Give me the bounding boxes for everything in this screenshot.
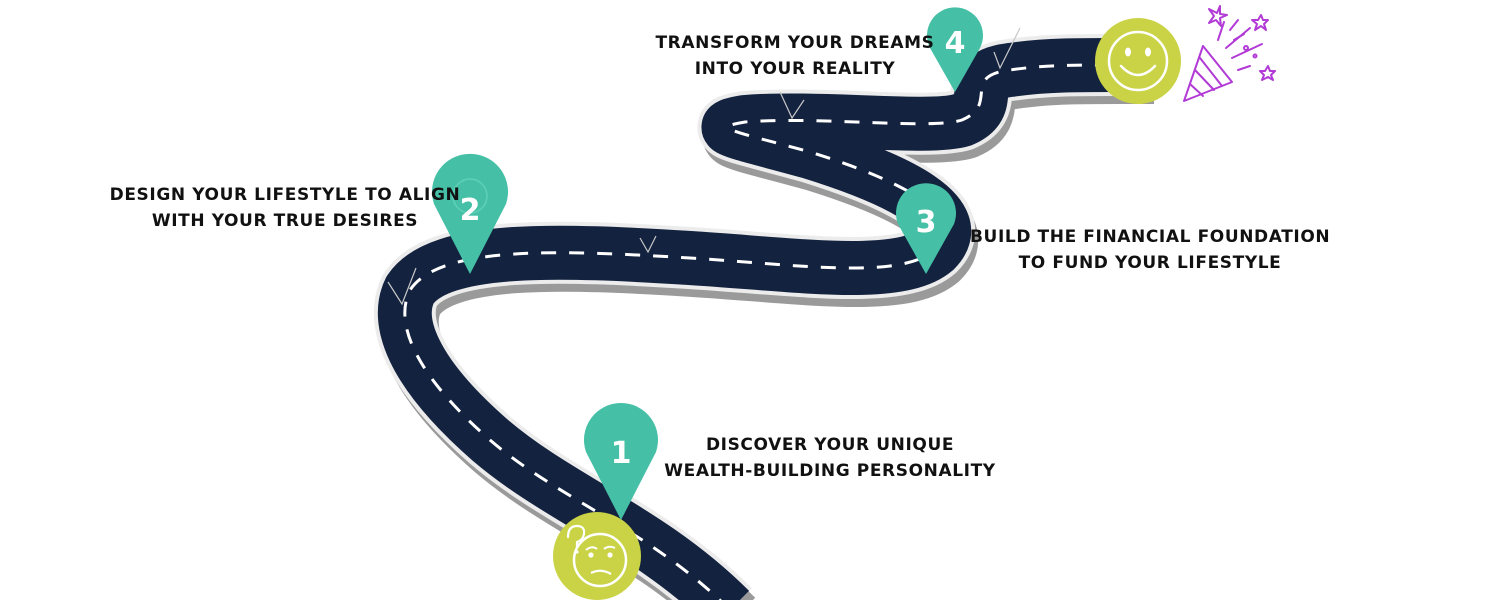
pin-number-1: 1: [611, 436, 632, 471]
step-2-line-1: DESIGN YOUR LIFESTYLE TO ALIGN: [109, 185, 461, 205]
step-4-line-2: INTO YOUR REALITY: [694, 59, 896, 79]
step-3-line-1: BUILD THE FINANCIAL FOUNDATION: [970, 227, 1331, 247]
road-surface: [377, 37, 1151, 600]
pin-number-2: 2: [460, 193, 481, 228]
party-popper-icon: [1183, 5, 1276, 102]
roadside-glints: [387, 27, 1021, 306]
location-pin-3: 3: [896, 183, 956, 274]
step-1-caption: DISCOVER YOUR UNIQUE WEALTH-BUILDING PER…: [660, 432, 1000, 484]
pin-number-4: 4: [945, 26, 966, 61]
location-pin-1: 1: [584, 403, 658, 520]
step-1-line-2: WEALTH-BUILDING PERSONALITY: [664, 461, 996, 481]
step-3-line-2: TO FUND YOUR LIFESTYLE: [1018, 253, 1282, 273]
step-3-caption: BUILD THE FINANCIAL FOUNDATION TO FUND Y…: [970, 224, 1330, 276]
confused-face-icon: [553, 512, 641, 600]
step-2-caption: DESIGN YOUR LIFESTYLE TO ALIGN WITH YOUR…: [80, 182, 490, 234]
step-4-caption: TRANSFORM YOUR DREAMS INTO YOUR REALITY: [650, 30, 940, 82]
step-1-line-1: DISCOVER YOUR UNIQUE: [705, 435, 955, 455]
step-2-line-2: WITH YOUR TRUE DESIRES: [151, 211, 419, 231]
location-pin-4: 4: [927, 7, 984, 92]
location-pin-2: 2: [432, 153, 508, 274]
pin-number-3: 3: [916, 205, 937, 240]
step-4-line-1: TRANSFORM YOUR DREAMS: [655, 33, 935, 53]
winding-road: [373, 33, 1155, 600]
smiley-face-icon: [1095, 18, 1181, 104]
